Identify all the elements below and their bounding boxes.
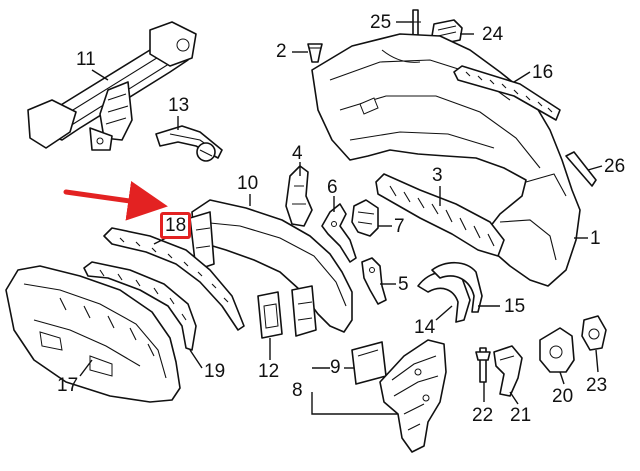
callout-12: 12: [258, 361, 280, 382]
callout-21: 21: [510, 405, 532, 426]
part-8-side-bracket: [379, 339, 447, 453]
part-3-energy-absorber: [375, 173, 505, 257]
part-9-plate: [351, 341, 387, 385]
part-5-bracket: [361, 257, 387, 305]
part-10-impact-bar: [189, 199, 353, 337]
part-26-side-reflector: [565, 151, 597, 187]
leader-17: [79, 359, 93, 377]
part-20-housing: [539, 327, 575, 373]
callout-10: 10: [237, 173, 259, 194]
callout-8: 8: [292, 380, 303, 401]
callout-18-highlighted: 18: [160, 212, 192, 239]
callout-7: 7: [394, 216, 405, 237]
part-19-lower-trim: [83, 261, 197, 351]
callout-5: 5: [398, 274, 409, 295]
leader-19: [189, 349, 203, 369]
callout-22: 22: [472, 405, 494, 426]
part-11-trailer-hitch: [27, 21, 197, 151]
leader-20: [559, 371, 565, 385]
callout-23: 23: [586, 375, 608, 396]
part-2-push-fastener: [307, 43, 323, 63]
part-22-stud: [475, 347, 491, 383]
callout-1: 1: [590, 228, 601, 249]
callout-16: 16: [532, 62, 554, 83]
part-6-bracket: [321, 203, 357, 263]
leader-lines: [79, 21, 603, 415]
red-pointer-arrow: [63, 180, 168, 221]
callout-2: 2: [276, 41, 287, 62]
leader-8: [311, 367, 398, 415]
callout-15: 15: [504, 296, 526, 317]
callout-26: 26: [604, 156, 626, 177]
callout-14: 14: [414, 317, 436, 338]
part-7-bracket: [351, 199, 379, 237]
callout-13: 13: [168, 95, 190, 116]
callout-25: 25: [370, 12, 392, 33]
leader-11: [91, 69, 109, 81]
callout-4: 4: [292, 143, 303, 164]
callout-6: 6: [327, 177, 338, 198]
leader-14: [435, 305, 453, 321]
part-12-mounting-plate: [257, 291, 283, 339]
part-1-bumper-cover: [311, 33, 581, 287]
part-13-hitch-bracket: [155, 125, 223, 162]
leader-26: [587, 165, 603, 171]
callout-17: 17: [57, 375, 79, 396]
callout-24: 24: [482, 24, 504, 45]
leader-16: [513, 71, 531, 83]
part-16-reflector-strip: [453, 65, 561, 121]
callout-3: 3: [432, 165, 443, 186]
part-18-reinforcement-strip: [103, 227, 245, 331]
leader-23: [595, 349, 599, 373]
callout-20: 20: [552, 386, 574, 407]
part-21-bracket: [493, 345, 523, 397]
callout-11: 11: [76, 49, 96, 70]
part-23-sensor: [581, 315, 607, 351]
callout-19: 19: [204, 361, 226, 382]
leader-21: [509, 391, 519, 405]
part-4-bracket: [285, 165, 313, 227]
part-17-lower-valance: [5, 265, 181, 403]
part-15-arch-liner: [431, 261, 483, 313]
callout-9: 9: [330, 357, 341, 378]
